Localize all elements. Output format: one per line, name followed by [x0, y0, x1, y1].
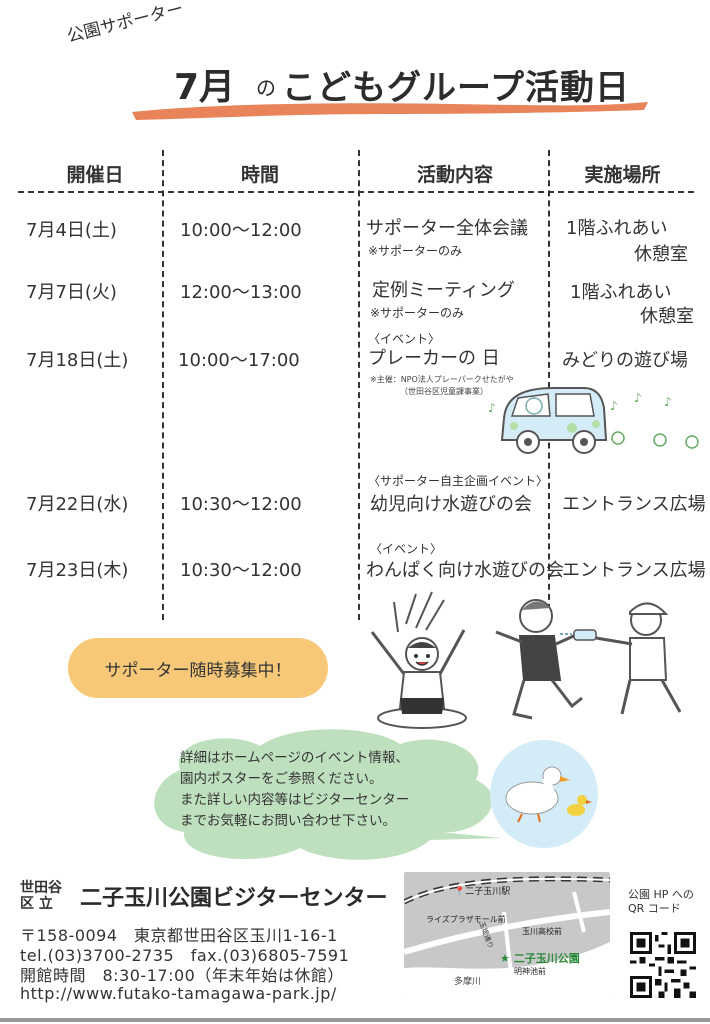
map-roads [404, 876, 610, 1000]
website-url[interactable]: http://www.futako-tamagawa-park.jp/ [20, 984, 337, 1003]
row-place-line2: 休憩室 [640, 306, 694, 327]
row-place: 1階ふれあい [566, 218, 668, 239]
row-activity: プレーカーの 日 [368, 348, 500, 369]
subtitle: 公園サポーター [65, 0, 186, 47]
row-note-line2: （世田谷区児童課事業） [400, 387, 488, 396]
ducks-illustration [490, 740, 598, 848]
row-note: ※主催：NPO法人プレーパークせたがや [370, 375, 514, 384]
row-time: 10:00～17:00 [178, 350, 300, 371]
svg-text:♪: ♪ [610, 399, 618, 413]
row-note: ※サポーターのみ [370, 306, 465, 320]
svg-text:♪: ♪ [664, 395, 672, 409]
opening-hours: 開館時間 8:30-17:00（年末年始は休館） [20, 966, 344, 985]
column-header-activity: 活動内容 [416, 164, 493, 186]
map-school-label: 玉川高校前 [522, 927, 562, 936]
row-time: 10:00～12:00 [180, 220, 302, 241]
play-car-illustration: ♪ ♪ ♪ ♪ [488, 387, 699, 454]
row-activity: 定例ミーティング [372, 280, 515, 301]
table-header-divider [18, 191, 694, 193]
row-place: みどりの遊び場 [562, 350, 688, 371]
qr-label-line1: 公園 HP への [628, 888, 694, 901]
row-date: 7月23日(木) [26, 560, 129, 581]
map-shrine-label: 明神池前 [514, 967, 546, 976]
row-time: 10:30～12:00 [180, 494, 302, 515]
row-place: エントランス広場 [562, 494, 706, 515]
column-header-time: 時間 [240, 164, 279, 186]
row-place: 1階ふれあい [570, 282, 672, 303]
row-activity: わんぱく向け水遊びの会 [366, 560, 564, 581]
info-line: また詳しい内容等はビジターセンター [180, 792, 410, 808]
qr-label: 公園 HP への QR コード [628, 888, 694, 916]
info-line: までお気軽にお問い合わせ下さい。 [180, 813, 396, 829]
row-place: エントランス広場 [562, 560, 706, 581]
column-divider [358, 150, 360, 620]
ward-label-line2: 区 立 [20, 896, 53, 912]
phone-fax: tel.(03)3700-2735 fax.(03)6805-7591 [20, 946, 350, 965]
info-text: 詳細はホームページのイベント情報、 園内ポスターをご参照ください。 また詳しい内… [180, 748, 409, 832]
map-river-label: 多摩川 [454, 977, 482, 987]
qr-label-line2: QR コード [628, 902, 681, 915]
column-divider [548, 150, 550, 620]
row-date: 7月4日(土) [26, 220, 117, 241]
kids-water-play-illustration [370, 591, 682, 729]
row-tag: 〈イベント〉 [370, 542, 443, 556]
access-map: 📍二子玉川駅 ライズプラザモール前 玉川高校前 ★ 二子玉川公園 明神池前 多摩… [404, 872, 610, 1000]
row-time: 12:00～13:00 [180, 282, 302, 303]
map-station-label: 📍二子玉川駅 [454, 887, 511, 897]
ward-label: 世田谷 区 立 [20, 880, 62, 912]
recruit-banner: サポーター随時募集中！ [68, 638, 328, 698]
row-tag: 〈イベント〉 [368, 332, 441, 346]
info-line: 園内ポスターをご参照ください。 [180, 771, 383, 787]
row-activity: 幼児向け水遊びの会 [370, 494, 532, 515]
column-header-date: 開催日 [66, 164, 124, 186]
info-line: 詳細はホームページのイベント情報、 [180, 750, 409, 766]
brush-stroke-decoration [132, 102, 648, 120]
bottom-border [0, 1018, 710, 1022]
svg-text:♪: ♪ [634, 391, 642, 405]
row-time: 10:30～12:00 [180, 560, 302, 581]
row-place-line2: 休憩室 [634, 244, 688, 265]
address: 〒158-0094 東京都世田谷区玉川1-16-1 [20, 926, 338, 945]
column-divider [162, 150, 164, 620]
row-note: ※サポーターのみ [368, 244, 463, 258]
row-activity: サポーター全体会議 [366, 218, 528, 239]
title-particle: の [256, 76, 276, 100]
map-mall-label: ライズプラザモール前 [426, 915, 506, 924]
ward-label-line1: 世田谷 [20, 880, 62, 896]
org-name: 二子玉川公園ビジターセンター [80, 886, 388, 911]
qr-code[interactable] [630, 932, 696, 998]
svg-text:♪: ♪ [488, 401, 496, 415]
map-park-label: ★ 二子玉川公園 [500, 952, 580, 965]
page-title: こどもグループ活動日 [282, 68, 630, 108]
title-month: 7月 [174, 67, 236, 108]
row-tag: 〈サポーター自主企画イベント〉 [368, 474, 549, 488]
row-date: 7月7日(火) [26, 282, 117, 303]
column-header-place: 実施場所 [584, 164, 661, 186]
row-date: 7月22日(水) [26, 494, 129, 515]
info-cloud-shape [154, 729, 502, 860]
row-date: 7月18日(土) [26, 350, 129, 371]
